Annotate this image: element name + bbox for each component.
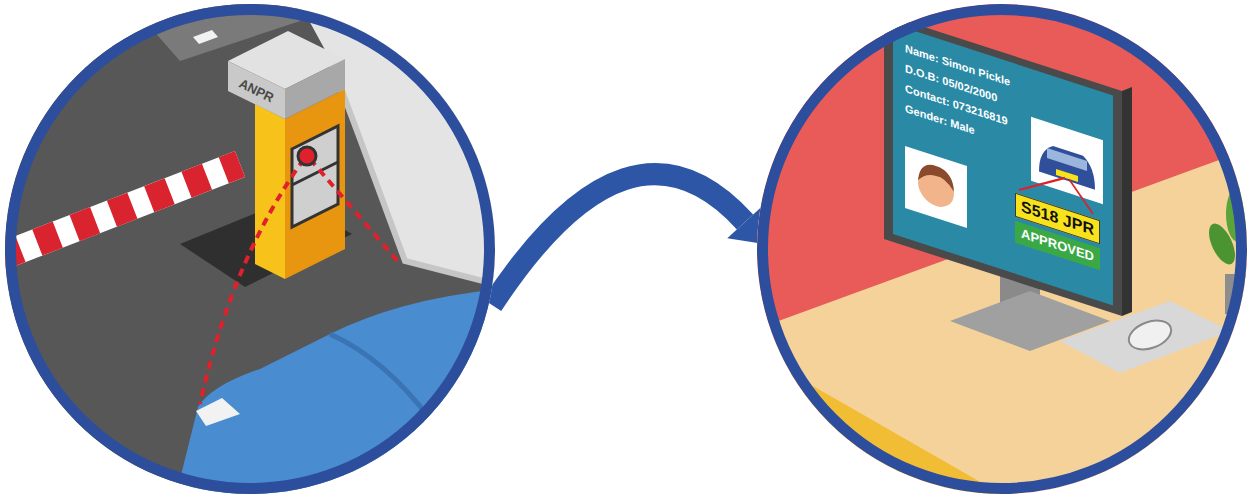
screen xyxy=(893,24,1113,305)
road-marking xyxy=(193,30,218,44)
wall xyxy=(757,4,1247,494)
barrier-arm xyxy=(5,164,240,257)
plant-leaf xyxy=(1226,186,1247,242)
plant-pot xyxy=(1225,274,1247,314)
road xyxy=(5,4,495,494)
mouse-pad xyxy=(1060,301,1230,373)
booth-side xyxy=(255,104,285,279)
scene-circle: Name: Simon PickleD.O.B: 05/02/2000Conta… xyxy=(757,4,1247,494)
kerb xyxy=(330,59,495,284)
plate-link-line xyxy=(1069,179,1093,214)
plant-leaf xyxy=(1204,220,1241,268)
scan-line xyxy=(200,159,304,404)
booth-sign xyxy=(228,61,285,119)
driver-hair xyxy=(918,160,954,192)
desk-front xyxy=(757,389,935,494)
circle-border xyxy=(5,4,495,494)
camera-panel xyxy=(292,126,338,227)
booth-roof-side xyxy=(285,59,345,119)
car-photo xyxy=(1031,117,1103,204)
car-headlight xyxy=(196,398,240,426)
driver-photo xyxy=(905,146,967,228)
scene-circle: ANPR xyxy=(5,4,495,494)
barrier-stripes xyxy=(5,164,240,257)
desk-edge xyxy=(757,344,1010,494)
car-park-illustration xyxy=(5,4,495,494)
flow-arrow xyxy=(492,174,745,305)
car-photo-window xyxy=(1047,148,1087,171)
monitor-frame xyxy=(884,14,1122,316)
booth-front xyxy=(285,89,345,279)
camera-lens xyxy=(298,147,316,165)
screen-content xyxy=(893,24,1113,305)
mouse xyxy=(1125,315,1175,354)
car-bonnet-line xyxy=(330,334,495,424)
car xyxy=(175,289,495,494)
monitor-side xyxy=(1122,87,1132,316)
scan-line xyxy=(310,159,400,264)
